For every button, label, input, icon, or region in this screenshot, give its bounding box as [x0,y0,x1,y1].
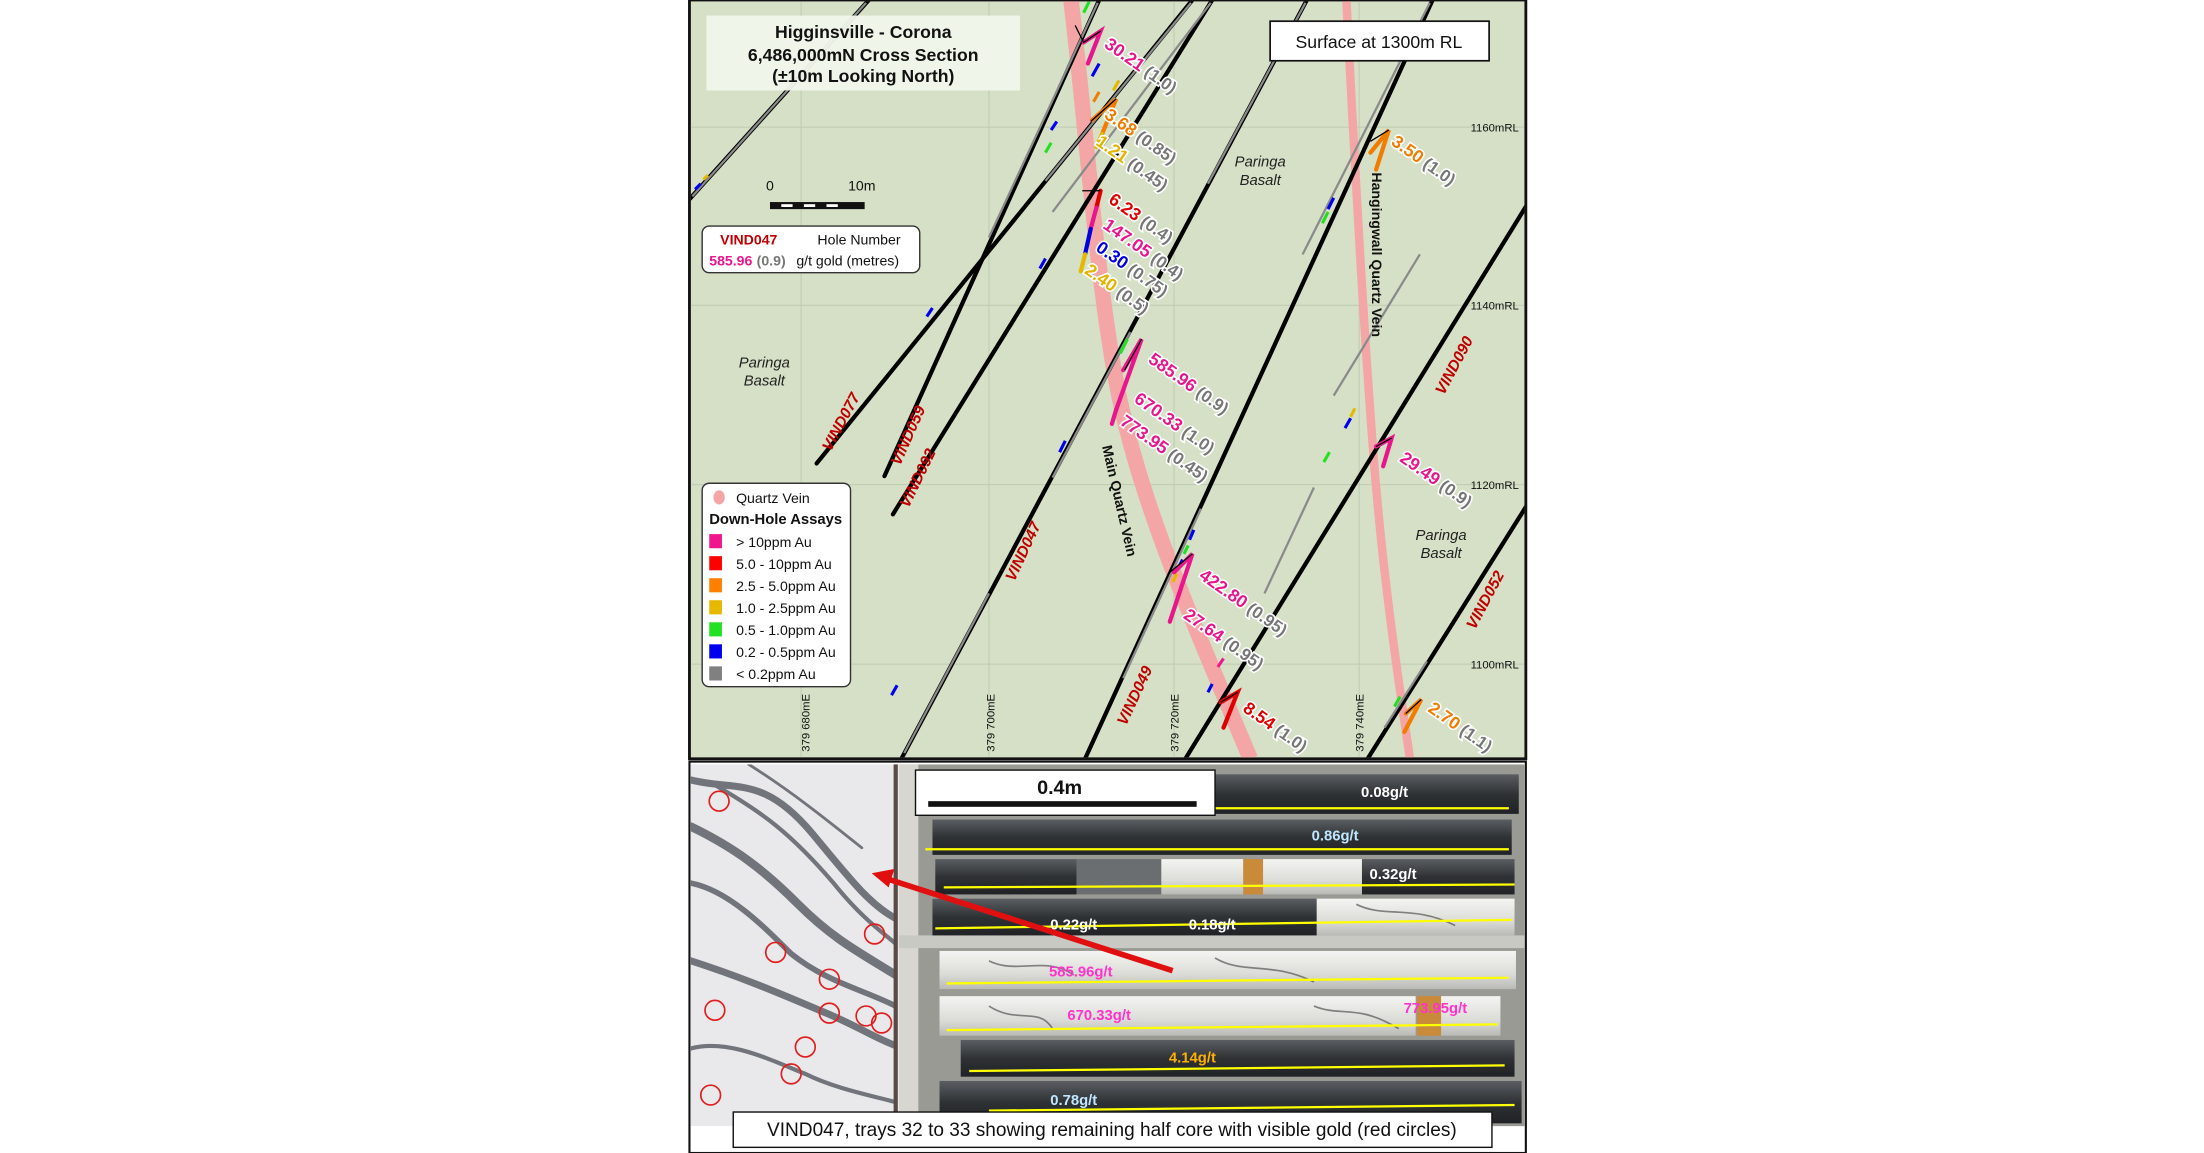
legend-swatch [709,600,722,615]
core-grade-label: 0.86g/t [1312,829,1359,845]
scale-zero-label: 0 [766,178,774,194]
core-grade-label: 670.33g/t [1067,1008,1131,1024]
photo-scale-label: 0.4m [1037,777,1082,799]
map-title: Higginsville - Corona [775,22,952,42]
core-grade-label: 773.95g/t [1404,1001,1468,1017]
legend-item-label: 0.2 - 0.5ppm Au [736,644,836,660]
easting-label: 379 680mE [801,693,813,751]
key-grade-desc: g/t gold (metres) [796,253,899,269]
hole-key-legend: VIND047 Hole Number 585.96(0.9) g/t gold… [701,225,921,274]
hangingwall-vein-label: Hangingwall Quartz Vein [1369,172,1385,337]
legend-item-label: > 10ppm Au [736,534,812,550]
drill-hole-vind090 [1183,204,1525,758]
half-core-closeup-photo [690,764,896,1127]
drill-hole-vind092 [890,1,1214,517]
hangingwall-quartz-vein [1342,1,1415,758]
sample-interval-lines [925,807,1515,1112]
easting-label: 379 740mE [1354,693,1366,751]
drill-hole-vind052 [1365,505,1525,758]
visible-gold-circles [699,790,893,1106]
map-title-box: Higginsville - Corona 6,486,000mN Cross … [706,15,1021,91]
rl-label: 1140mRL [1471,300,1519,312]
caption-box: VIND047, trays 32 to 33 showing remainin… [732,1111,1493,1149]
photo-scale-bar: 0.4m [914,769,1216,817]
legend-item-label: 1.0 - 2.5ppm Au [736,600,836,616]
assay-ticks [694,1,1402,708]
core-grade-label: 0.08g/t [1361,785,1408,801]
core-grade-label: 585.96g/t [1049,964,1113,980]
legend-vein-label: Quartz Vein [736,490,810,506]
legend-swatch [709,556,722,571]
legend-swatch [709,666,722,681]
legend-item-label: 2.5 - 5.0ppm Au [736,578,836,594]
scale-bar: 0 10m [766,178,876,210]
rl-label: 1120mRL [1471,480,1519,492]
core-grade-label: 0.78g/t [1050,1093,1097,1109]
legend-swatch [709,578,722,593]
quartz-vein-swatch [713,490,725,505]
key-grade: 585.96(0.9) [709,253,785,269]
core-grade-label: 4.14g/t [1169,1051,1216,1067]
legend-item-label: < 0.2ppm Au [736,666,816,682]
legend-swatch [709,534,722,549]
easting-label: 379 720mE [1169,693,1181,751]
drill-hole-vind049 [1083,1,1435,758]
key-hole-desc: Hole Number [817,231,900,247]
red-arrow [871,868,1174,974]
easting-label: 379 700mE [986,693,998,751]
core-grade-label: 0.22g/t [1050,918,1097,934]
photo-caption: VIND047, trays 32 to 33 showing remainin… [767,1120,1457,1141]
legend-title: Down-Hole Assays [709,512,842,528]
cross-section-map: 30.21(1.0) 3.68(0.85) 1.21(0.45) 6.23(0.… [688,0,1528,761]
legend-item-label: 0.5 - 1.0ppm Au [736,622,836,638]
rl-label: 1160mRL [1471,122,1519,134]
scale-ten-label: 10m [848,178,875,194]
core-tray-photo: 0.4m 0.08g/t 0.86g/t 0.32g/t 0.22g/t 0.1… [898,764,1525,1127]
surface-label: Surface at 1300m RL [1295,32,1462,52]
legend-swatch [709,622,722,637]
assay-legend: Quartz Vein Down-Hole Assays > 10ppm Au 5… [701,482,852,688]
map-subtitle-2: (±10m Looking North) [772,66,954,86]
core-grade-label: 0.18g/t [1189,918,1236,934]
rl-label: 1100mRL [1471,659,1519,671]
main-quartz-vein [1063,1,1258,758]
legend-item-label: 5.0 - 10ppm Au [736,556,832,572]
core-photo-panel: 0.4m 0.08g/t 0.86g/t 0.32g/t 0.22g/t 0.1… [688,760,1527,1153]
legend-swatch [709,644,722,659]
core-grade-label: 0.32g/t [1370,867,1417,883]
key-hole-number: VIND047 [720,231,777,247]
surface-label-box: Surface at 1300m RL [1269,20,1490,62]
map-subtitle: 6,486,000mN Cross Section [748,45,979,65]
